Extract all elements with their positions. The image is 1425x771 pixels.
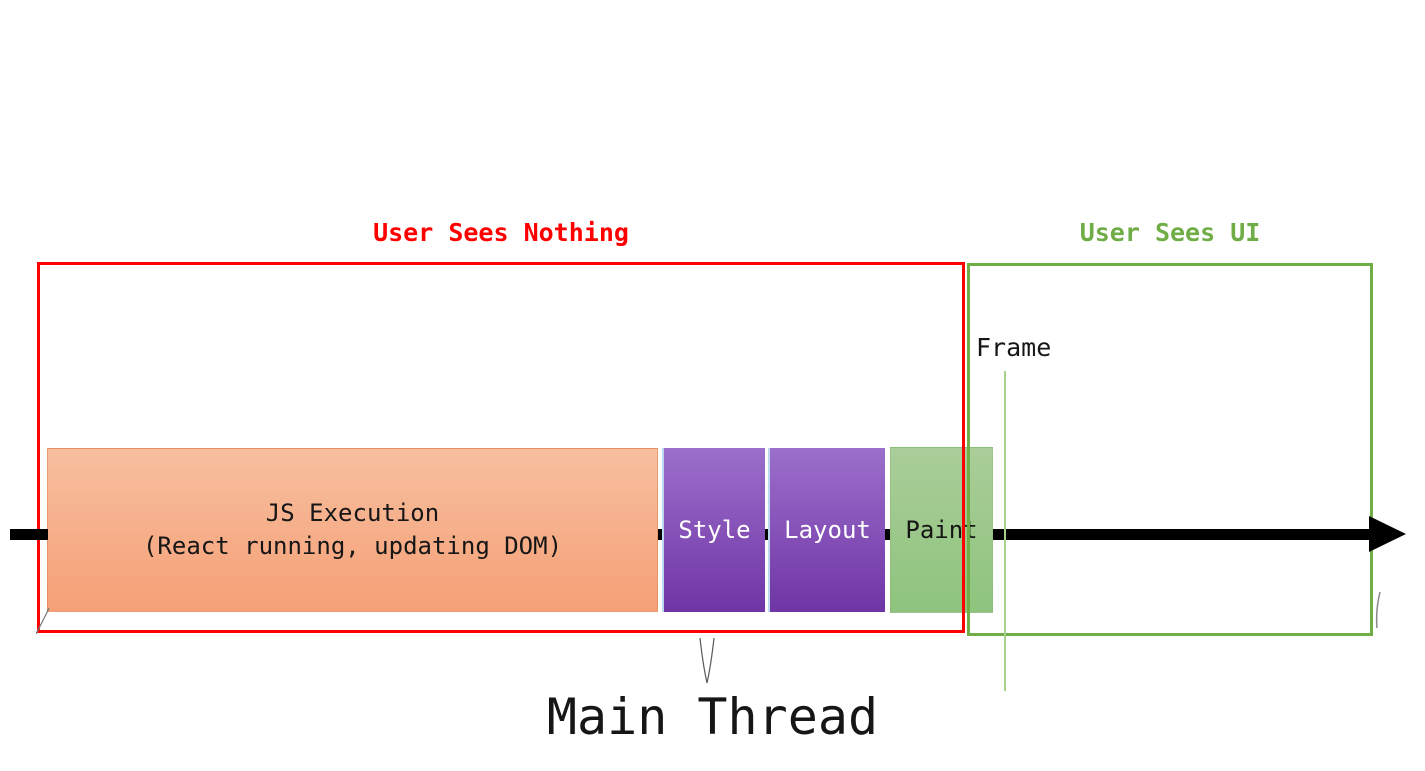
paint-label: Paint [905, 515, 978, 544]
main-thread-pointer-tail [699, 637, 715, 684]
layout-block: Layout [768, 448, 885, 612]
layout-label: Layout [784, 515, 871, 544]
js-execution-block: JS Execution (React running, updating DO… [47, 448, 658, 612]
red-box-corner-tail [36, 608, 50, 635]
frame-label: Frame [976, 333, 1052, 362]
js-execution-label-line2: (React running, updating DOM) [142, 532, 563, 560]
main-thread-label: Main Thread [546, 688, 879, 746]
green-box-corner-tail [1375, 592, 1381, 629]
frame-marker-line [1004, 371, 1006, 691]
style-label: Style [678, 515, 751, 544]
js-execution-label-line1: JS Execution [265, 499, 440, 527]
timeline-bar-end-segment [993, 529, 1370, 540]
timeline-arrowhead [1369, 516, 1406, 552]
style-block: Style [662, 448, 765, 612]
user-sees-ui-title: User Sees UI [1079, 218, 1261, 247]
user-sees-nothing-title: User Sees Nothing [373, 218, 629, 247]
user-sees-ui-box [967, 263, 1373, 636]
user-sees-nothing-box [37, 262, 965, 633]
timeline-bar-start-segment [10, 529, 48, 540]
paint-block: Paint [890, 447, 993, 613]
